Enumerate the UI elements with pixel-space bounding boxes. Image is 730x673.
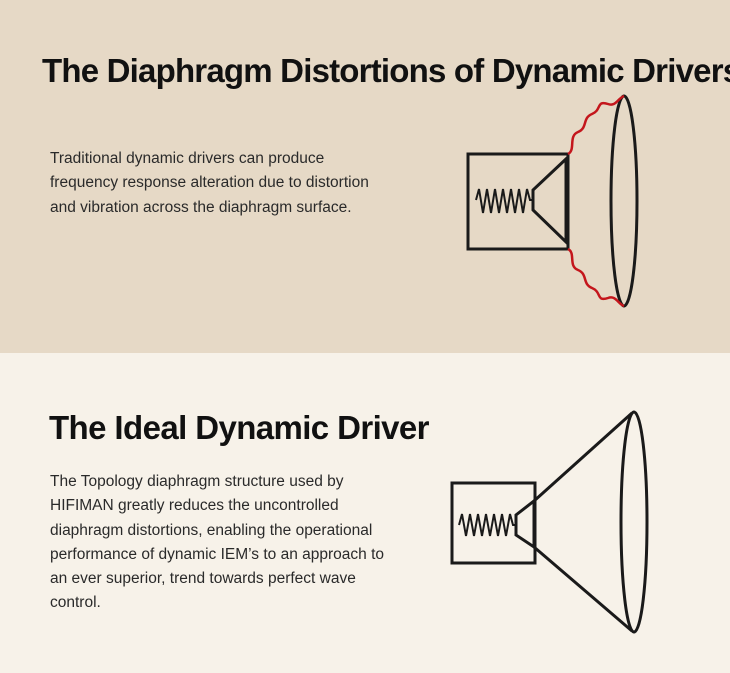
inner-cone: [514, 497, 536, 550]
distortion-wave-bottom: [567, 247, 625, 308]
diaphragm-ellipse: [609, 94, 639, 308]
distortion-title: The Diaphragm Distortions of Dynamic Dri…: [42, 52, 730, 89]
distortion-wave-top: [567, 94, 625, 156]
diaphragm-ellipse: [619, 410, 649, 634]
cone-line-top: [532, 411, 634, 503]
ideal-driver-diagram: [450, 410, 649, 634]
ideal-title: The Ideal Dynamic Driver: [49, 409, 430, 446]
ideal-section: The Ideal Dynamic Driver The Topology di…: [0, 353, 730, 673]
distortion-description: Traditional dynamic drivers can produce …: [50, 150, 369, 216]
ideal-description: The Topology diaphragm structure used by…: [50, 473, 384, 612]
distortion-section: The Diaphragm Distortions of Dynamic Dri…: [0, 0, 730, 353]
inner-cone: [531, 155, 568, 246]
voice-coil-spring: [475, 188, 533, 214]
distorted-driver-diagram: [466, 94, 639, 308]
cone-line-bottom: [533, 545, 633, 633]
magnet-box: [466, 152, 570, 251]
voice-coil-spring: [458, 513, 516, 537]
